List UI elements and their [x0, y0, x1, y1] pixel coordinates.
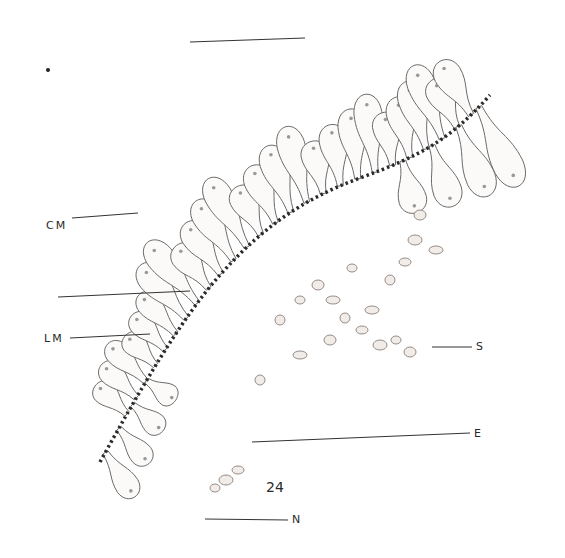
leader-line: [58, 291, 190, 297]
cell-nucleus: [483, 185, 487, 189]
polyp-cell: [145, 378, 178, 406]
inner-body: [324, 335, 336, 345]
leader-line: [252, 433, 470, 442]
inner-body: [312, 280, 324, 290]
cell-nucleus: [511, 174, 515, 178]
cell-nucleus: [349, 117, 353, 121]
part-label: E: [474, 428, 483, 439]
cell-nucleus: [145, 271, 149, 275]
inner-body: [326, 296, 340, 304]
polyp-cell: [398, 160, 427, 213]
cell-nucleus: [330, 131, 334, 135]
inner-body: [293, 351, 307, 359]
part-label: CM: [46, 220, 67, 231]
inner-body: [356, 326, 368, 334]
inner-body: [385, 275, 395, 285]
inner-body: [365, 306, 379, 314]
cell-nucleus: [413, 204, 417, 208]
cell-nucleus: [200, 207, 204, 211]
cell-nucleus: [442, 67, 446, 71]
cell-nucleus: [448, 196, 452, 200]
cell-nucleus: [269, 153, 273, 157]
cell-nucleus: [212, 186, 216, 190]
cell-nucleus: [143, 457, 147, 461]
inner-body: [414, 210, 426, 220]
cell-nucleus: [312, 146, 316, 150]
cell-nucleus: [170, 396, 174, 400]
inner-body: [373, 340, 387, 350]
cell-nucleus: [128, 337, 132, 341]
cell-nucleus: [105, 367, 109, 371]
inner-body: [399, 258, 411, 266]
cell-nucleus: [179, 249, 183, 253]
inner-body: [295, 296, 305, 304]
leader-line: [70, 334, 150, 338]
cell-nucleus: [287, 135, 291, 139]
polyp-cell: [429, 144, 462, 207]
part-label: S: [476, 341, 485, 352]
cell-nucleus: [143, 298, 147, 302]
cell-nucleus: [99, 387, 103, 391]
inner-body: [255, 375, 265, 385]
inner-body: [347, 264, 357, 272]
inner-bodies: [210, 210, 443, 492]
inner-body: [219, 475, 233, 485]
cell-nucleus: [129, 489, 133, 493]
inner-body: [232, 466, 244, 474]
cell-nucleus: [111, 347, 115, 351]
leader-line: [72, 213, 138, 218]
leader-line: [190, 38, 305, 42]
leader-line: [205, 519, 288, 520]
cell-nucleus: [416, 74, 420, 78]
inner-body: [408, 235, 422, 245]
cell-nucleus: [135, 318, 139, 322]
cell-nucleus: [384, 118, 388, 122]
figure-number: 24: [266, 480, 284, 494]
cell-nucleus: [152, 249, 156, 253]
part-label: LM: [44, 333, 64, 344]
dotted-stalk: [100, 95, 490, 462]
inner-body: [340, 313, 350, 323]
polyp-cell: [476, 106, 526, 188]
inner-body: [391, 336, 401, 344]
inner-body: [210, 484, 220, 492]
cell-nucleus: [253, 172, 257, 176]
polyp-cell: [433, 60, 473, 117]
inner-body: [275, 315, 285, 325]
leader-lines: [58, 38, 472, 520]
polyp-cells: [93, 60, 526, 499]
cell-nucleus: [365, 103, 369, 107]
cell-nucleus: [157, 426, 161, 430]
cell-nucleus: [189, 228, 193, 232]
inner-body: [429, 246, 443, 254]
part-label: N: [292, 514, 302, 525]
cell-nucleus: [239, 191, 243, 195]
polyp-cell: [131, 402, 166, 435]
leader-line: [432, 347, 472, 348]
speck: [46, 68, 50, 72]
inner-body: [404, 347, 416, 357]
